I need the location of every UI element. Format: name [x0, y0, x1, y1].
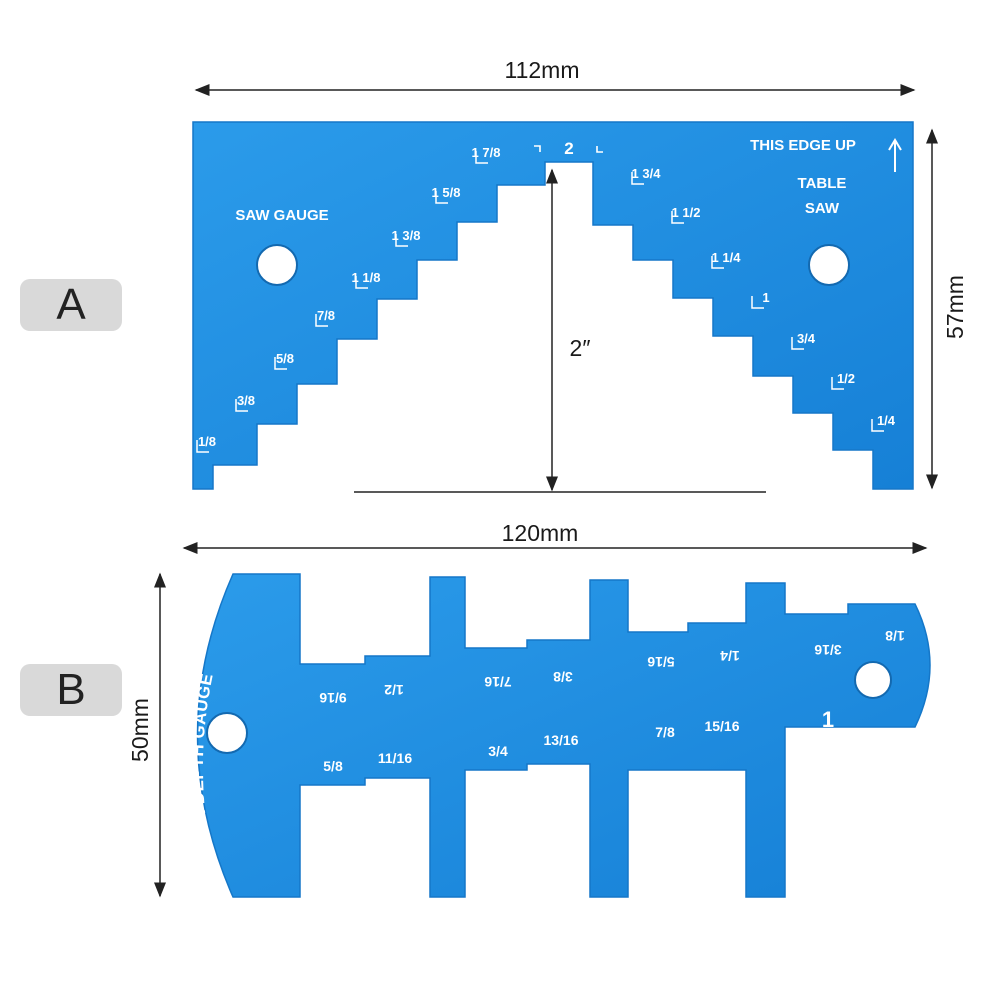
up-arrow-icon: [888, 138, 902, 172]
step-label: 1 1/2: [672, 205, 701, 220]
step-label: 1 7/8: [472, 145, 501, 160]
step-bracket-icon: [355, 276, 368, 289]
table-label: TABLE: [798, 175, 847, 192]
step-bracket-icon: [395, 234, 408, 247]
step-bracket-icon: [871, 419, 884, 432]
label-badge-b: B: [20, 664, 122, 716]
step-label: 7/8: [317, 308, 335, 323]
corner-bracket-icon: [596, 146, 603, 153]
height-label-a: 57mm: [942, 275, 968, 339]
depth-label: 5/8: [323, 758, 343, 774]
step-bracket-icon: [235, 399, 248, 412]
this-edge-up-label: THIS EDGE UP: [750, 137, 856, 154]
step-label: 1 3/8: [392, 228, 421, 243]
depth-label: 1/4: [720, 648, 740, 664]
step-label: 1 1/8: [352, 270, 381, 285]
depth-label: 3/8: [553, 669, 573, 685]
depth-label: 2″: [570, 335, 591, 361]
depth-label: 7/8: [655, 724, 675, 740]
depth-label: 13/16: [543, 732, 578, 748]
step-bracket-icon: [196, 440, 209, 453]
step-bracket-icon: [631, 172, 644, 185]
depth-label: 1/8: [885, 628, 905, 644]
depth-label: 11/16: [378, 750, 412, 766]
upper-depth-labels: 9/16 1/2 7/16 3/8 5/16 1/4 3/16 1/8: [319, 628, 905, 706]
depth-label: 3/16: [814, 642, 841, 658]
right-step-labels: 1 3/4 1 1/2 1 1/4 1 3/4 1/2 1/4: [631, 166, 896, 432]
step-label: 5/8: [276, 351, 294, 366]
depth-label: 15/16: [704, 718, 739, 734]
router-gauge-plate: [196, 573, 931, 898]
step-bracket-icon: [751, 296, 764, 309]
depth-label: 3/4: [488, 743, 508, 759]
hanging-hole-right: [808, 244, 850, 286]
step-label: 1/2: [837, 371, 855, 386]
label-badge-a: A: [20, 279, 122, 331]
step-bracket-icon: [791, 337, 804, 350]
step-label: 1 3/4: [632, 166, 662, 181]
step-label: 3/4: [797, 331, 816, 346]
hanging-hole-left-b: [206, 712, 248, 754]
hanging-hole-right-b: [854, 661, 892, 699]
saw-label: SAW: [805, 200, 840, 217]
step-bracket-icon: [315, 314, 328, 327]
width-label-a: 112mm: [505, 57, 580, 83]
step-bracket-icon: [831, 377, 844, 390]
step-bracket-icon: [475, 151, 488, 164]
step-label: 1/8: [198, 434, 216, 449]
depth-label: 5/16: [647, 654, 674, 670]
hanging-hole-left: [256, 244, 298, 286]
depth-label: 9/16: [319, 690, 346, 706]
lower-depth-labels: 5/8 11/16 3/4 13/16 7/8 15/16 1: [323, 707, 834, 774]
step-bracket-icon: [274, 357, 287, 370]
center-mark-label: 2: [564, 139, 573, 158]
saw-gauge-title: SAW GAUGE: [235, 207, 328, 224]
step-bracket-icon: [671, 211, 684, 224]
step-label: 3/8: [237, 393, 255, 408]
step-bracket-icon: [435, 191, 448, 204]
saw-gauge-plate: [192, 121, 914, 490]
step-label: 1 1/4: [712, 250, 742, 265]
left-step-labels: 1/8 3/8 5/8 7/8 1 1/8 1 3/8 1 5/8 1 7/8: [196, 145, 501, 453]
depth-label: 1: [822, 707, 834, 732]
depth-label: 7/16: [484, 674, 511, 690]
step-bracket-icon: [711, 256, 724, 269]
corner-bracket-icon: [534, 145, 541, 152]
depth-label: 1/2: [384, 682, 404, 698]
height-label-b: 50mm: [127, 698, 153, 762]
step-label: 1 5/8: [432, 185, 461, 200]
width-label-b: 120mm: [502, 520, 579, 546]
step-label: 1/4: [877, 413, 896, 428]
step-label: 1: [762, 290, 769, 305]
